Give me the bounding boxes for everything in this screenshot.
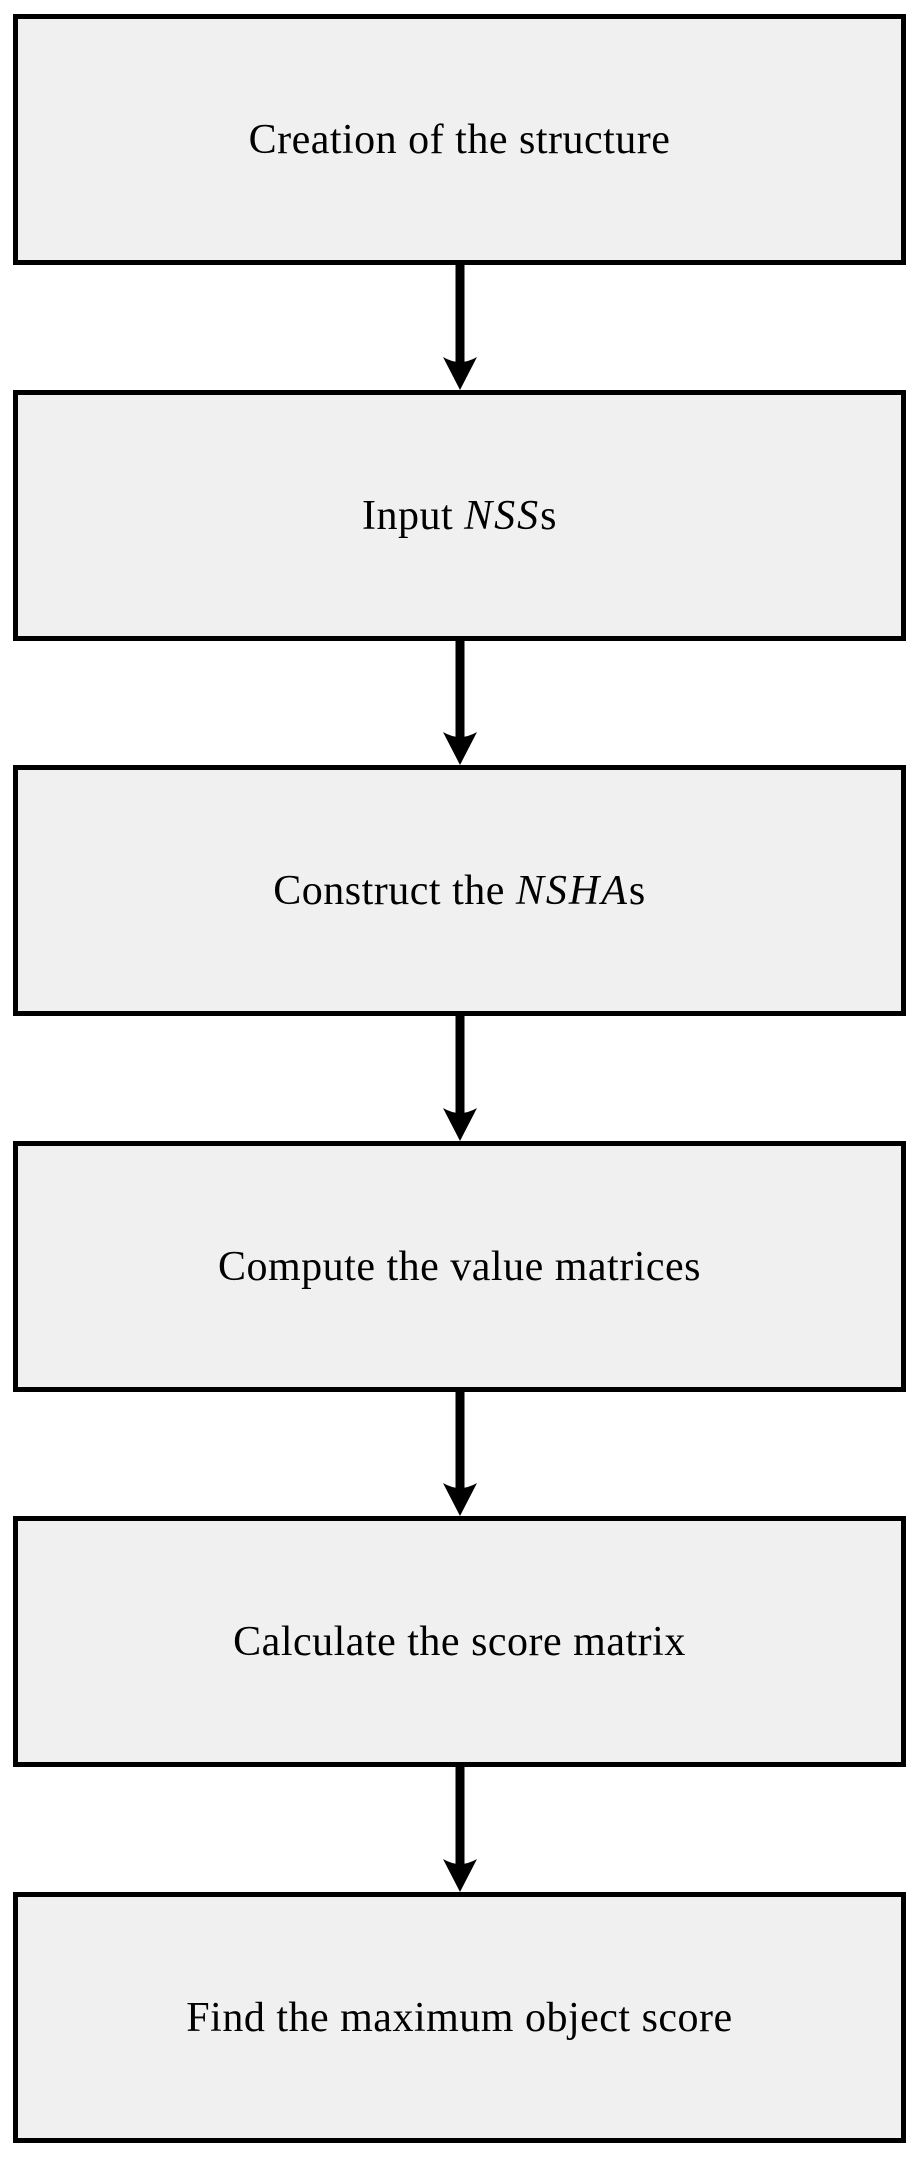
flowchart-node-construct-nsha: Construct the NSHAs xyxy=(13,765,906,1016)
node-text: Creation of the structure xyxy=(248,116,671,163)
node-text: s xyxy=(540,492,558,539)
arrow-head-icon xyxy=(443,1859,477,1892)
flowchart-node-creation: Creation of the structure xyxy=(13,14,906,265)
down-arrow-connector xyxy=(443,640,477,765)
node-label: Compute the value matrices xyxy=(218,1243,701,1291)
node-label: Calculate the score matrix xyxy=(233,1618,686,1666)
arrow-head-icon xyxy=(443,357,477,390)
node-text: Input xyxy=(361,492,465,539)
down-arrow-connector xyxy=(443,1767,477,1892)
node-text: Construct the xyxy=(273,867,516,914)
node-label: Find the maximum object score xyxy=(186,1994,732,2042)
node-label: Creation of the structure xyxy=(249,116,671,164)
node-text: Calculate the score matrix xyxy=(233,1618,686,1665)
flowchart-node-input-nss: Input NSSs xyxy=(13,390,906,641)
down-arrow-connector xyxy=(443,265,477,390)
node-math-text: NSS xyxy=(464,492,541,539)
flowchart-node-compute-value-matrices: Compute the value matrices xyxy=(13,1141,906,1392)
down-arrow-connector xyxy=(443,1016,477,1141)
node-text: Find the maximum object score xyxy=(186,1994,733,2041)
arrow-head-icon xyxy=(443,1483,477,1516)
node-math-text: NSHA xyxy=(515,867,629,914)
flowchart-node-find-maximum-score: Find the maximum object score xyxy=(13,1892,906,2143)
node-label: Input NSSs xyxy=(362,492,557,540)
flowchart-node-calculate-score-matrix: Calculate the score matrix xyxy=(13,1516,906,1767)
node-text: s xyxy=(628,867,646,914)
down-arrow-connector xyxy=(443,1391,477,1516)
node-label: Construct the NSHAs xyxy=(273,867,646,915)
node-text: Compute the value matrices xyxy=(217,1243,702,1290)
arrow-head-icon xyxy=(443,732,477,765)
arrow-head-icon xyxy=(443,1108,477,1141)
